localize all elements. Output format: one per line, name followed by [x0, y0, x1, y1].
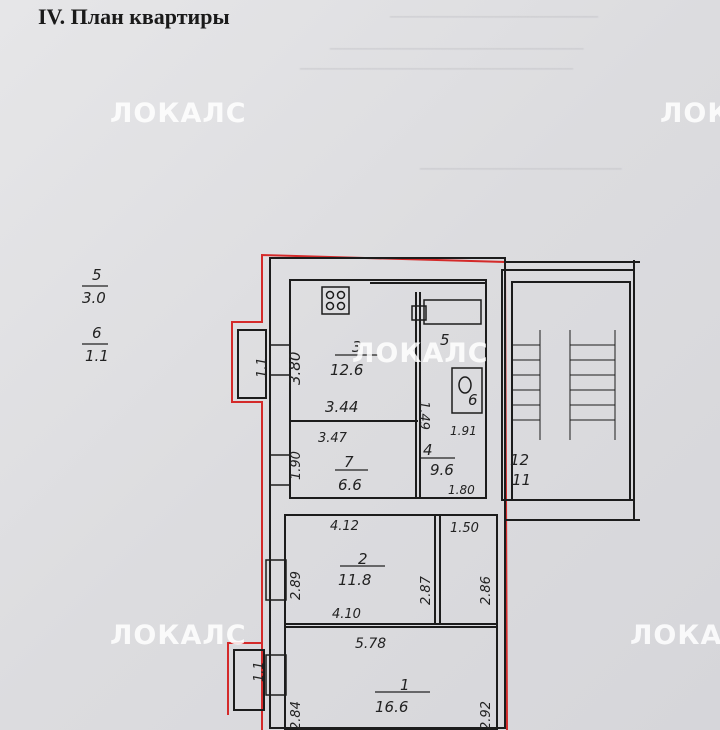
room-dim: 2.86	[479, 576, 494, 605]
room-number: 5	[440, 331, 450, 349]
room-number: 6	[468, 391, 478, 409]
room-number: 1	[400, 676, 410, 694]
side-label-num: 6	[92, 324, 102, 342]
room-area: 6.6	[338, 476, 362, 494]
room-2: 2 11.8 4.12 2.89 2.87 4.10	[289, 519, 434, 622]
room-dim: 4.10	[332, 607, 361, 622]
room-dim: 3.47	[318, 431, 348, 446]
room-dim: 4.12	[330, 519, 359, 534]
room-dim: 2.87	[419, 575, 434, 605]
room-dim: 5.78	[355, 636, 386, 652]
room-number: 3	[352, 338, 362, 356]
room-dim: 2.89	[289, 571, 304, 600]
side-label-num: 5	[92, 266, 102, 284]
apartment-boundary	[227, 253, 508, 730]
watermark: ЛОКАЛС	[352, 338, 489, 369]
room-area: 16.6	[375, 698, 408, 716]
room-area: 11.8	[338, 571, 371, 589]
faint-background-text: ‒‒‒‒‒‒‒‒‒‒‒‒‒‒‒‒‒‒‒‒‒‒‒‒‒‒‒‒‒‒‒	[420, 160, 622, 175]
watermark: ЛОКАЛС	[660, 98, 720, 129]
room-number: 4	[423, 441, 433, 459]
faint-background-text: ‒‒‒‒‒‒‒‒‒‒‒‒‒‒‒‒‒‒‒‒‒‒‒‒‒‒‒‒‒‒‒‒‒‒‒‒‒‒‒‒…	[300, 60, 573, 75]
windows	[265, 344, 291, 696]
room-dim: 3.44	[325, 398, 358, 416]
room-number: 7	[344, 453, 354, 471]
room-4: 4 9.6 1.91 1.80	[421, 424, 477, 497]
room-number: 12	[510, 451, 529, 469]
room-dim: 2.84	[289, 701, 304, 730]
balcony-area: 1.1	[255, 357, 270, 378]
room-dim: 1.80	[448, 483, 475, 497]
faint-background-text: ‒‒‒‒‒‒‒‒‒‒‒‒‒‒‒‒‒‒‒‒‒‒‒‒‒‒‒‒‒‒‒‒	[390, 8, 598, 23]
room-area: 9.6	[430, 461, 454, 479]
room-7: 7 6.6 3.47 1.90	[289, 431, 368, 494]
side-label-area: 1.1	[85, 347, 109, 365]
room-1: 1 16.6 5.78 2.84 2.92	[289, 636, 494, 730]
room-6: 6 1.49	[416, 391, 478, 430]
room-dim: 1.49	[416, 401, 431, 430]
room-dim: 1.91	[450, 424, 477, 438]
page-title: IV. План квартиры	[38, 4, 230, 29]
room-dim: 3.80	[286, 352, 304, 385]
room-dim: 1.50	[450, 521, 479, 536]
room-5: 5	[440, 331, 450, 349]
balcony-area: 1.1	[252, 661, 267, 682]
closet: 1.50 2.86	[450, 521, 494, 605]
watermark: ЛОКАЛС	[110, 620, 247, 651]
bathtub-icon	[411, 299, 482, 325]
watermark: ЛОКАЛС	[630, 620, 720, 651]
faint-background-text: ‒‒‒‒‒‒‒‒‒‒‒‒‒‒‒‒‒‒‒‒‒‒‒‒‒‒‒‒‒‒‒‒‒‒‒‒‒‒‒	[330, 40, 584, 55]
room-3: 3 12.6 3.80 3.44	[286, 338, 378, 416]
watermark: ЛОКАЛС	[110, 98, 247, 129]
room-area: 12.6	[330, 361, 363, 379]
room-dim: 1.90	[289, 451, 304, 480]
room-dim: 2.92	[479, 701, 494, 730]
walls	[233, 257, 640, 730]
stove-icon	[321, 286, 350, 315]
stairs	[512, 330, 616, 440]
toilet-icon	[451, 367, 483, 414]
room-area: 11	[512, 471, 531, 489]
side-labels: 5 3.0 6 1.1	[82, 266, 109, 365]
room-number: 2	[358, 550, 368, 568]
side-label-area: 3.0	[82, 289, 106, 307]
room-12: 12 11	[510, 451, 531, 489]
